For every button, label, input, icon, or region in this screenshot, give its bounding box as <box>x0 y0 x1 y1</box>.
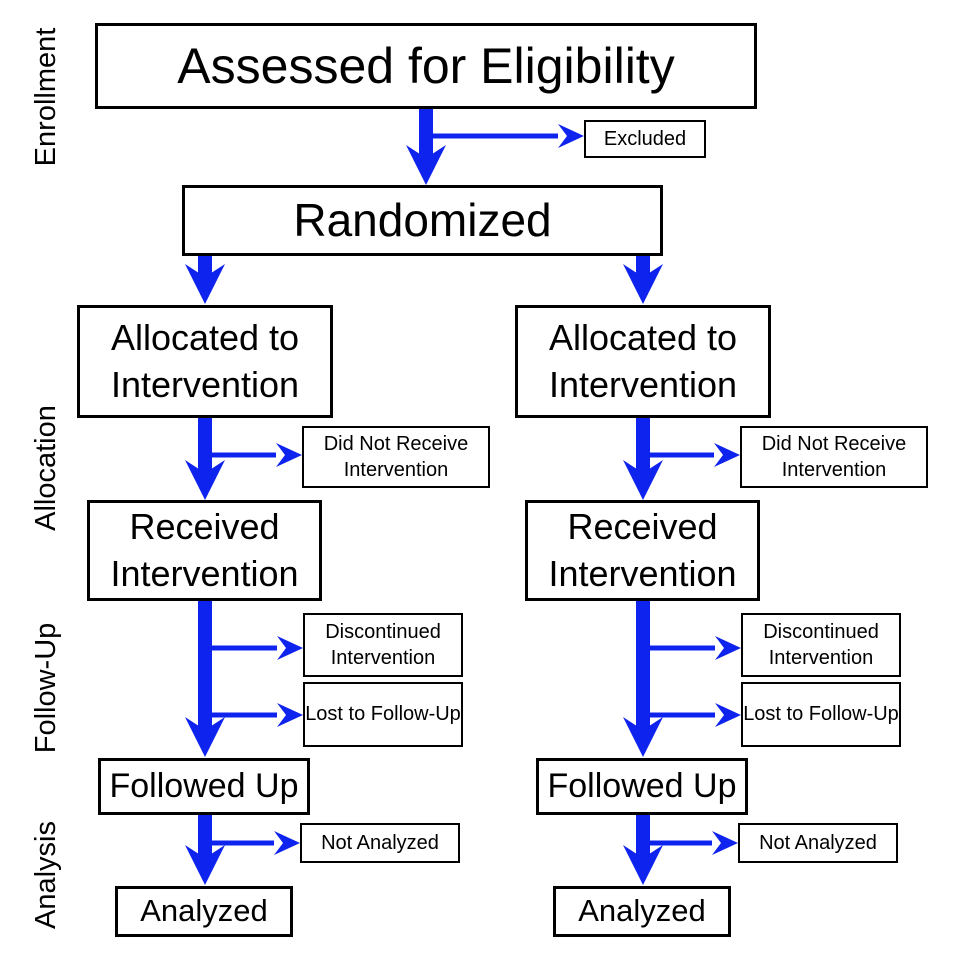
analyzed-box-right: Analyzed <box>553 886 731 937</box>
not-analyzed-box-left: Not Analyzed <box>300 823 460 863</box>
analyzed-label-left: Analyzed <box>140 893 268 929</box>
followed-up-label-left: Followed Up <box>109 767 299 806</box>
excluded-box: Excluded <box>584 120 706 158</box>
discontinued-label-right: Discontinued Intervention <box>763 620 879 669</box>
not-analyzed-label-right: Not Analyzed <box>759 831 877 854</box>
received-box-right: Received Intervention <box>525 500 760 601</box>
allocated-label-right: Allocated to Intervention <box>548 316 738 405</box>
arrow-to-not-analyzed-left <box>205 831 300 855</box>
did-not-receive-box-left: Did Not Receive Intervention <box>302 426 490 488</box>
arrow-randomized-to-allocated-right <box>623 255 663 304</box>
arrow-to-not-analyzed-right <box>643 831 738 855</box>
arrow-allocated-to-received-left <box>185 417 225 500</box>
arrow-randomized-to-allocated-left <box>185 255 225 304</box>
lost-follow-up-box-left: Lost to Follow-Up <box>303 682 463 747</box>
followed-up-box-right: Followed Up <box>536 758 748 815</box>
arrow-followed-to-analyzed-right <box>623 814 663 885</box>
lost-follow-up-label-left: Lost to Follow-Up <box>305 703 461 726</box>
randomized-label: Randomized <box>293 194 552 247</box>
followed-up-label-right: Followed Up <box>547 767 737 806</box>
not-analyzed-label-left: Not Analyzed <box>321 831 439 854</box>
arrow-followed-to-analyzed-left <box>185 814 225 885</box>
did-not-receive-box-right: Did Not Receive Intervention <box>740 426 928 488</box>
discontinued-box-left: Discontinued Intervention <box>303 613 463 677</box>
randomized-box: Randomized <box>182 185 663 256</box>
arrow-to-discontinued-right <box>643 636 741 660</box>
allocated-box-left: Allocated to Intervention <box>77 305 333 418</box>
stage-label-follow-up: Follow-Up <box>30 622 62 754</box>
lost-follow-up-box-right: Lost to Follow-Up <box>741 682 901 747</box>
arrow-received-to-followed-right <box>623 600 663 757</box>
analyzed-box-left: Analyzed <box>115 886 293 937</box>
allocated-box-right: Allocated to Intervention <box>515 305 771 418</box>
analyzed-label-right: Analyzed <box>578 893 706 929</box>
arrow-assessed-to-randomized <box>406 106 446 185</box>
arrow-to-excluded <box>426 124 584 148</box>
arrow-to-lost-follow-up-left <box>205 703 303 727</box>
assessed-eligibility-box: Assessed for Eligibility <box>95 23 757 109</box>
followed-up-box-left: Followed Up <box>98 758 310 815</box>
did-not-receive-label-left: Did Not Receive Intervention <box>323 432 469 481</box>
arrow-allocated-to-received-right <box>623 417 663 500</box>
stage-label-analysis: Analysis <box>30 821 62 929</box>
received-label-left: Received Intervention <box>110 505 299 594</box>
arrow-to-discontinued-left <box>205 636 303 660</box>
did-not-receive-label-right: Did Not Receive Intervention <box>761 432 907 481</box>
arrow-to-did-not-receive-left <box>205 443 302 467</box>
excluded-label: Excluded <box>603 127 687 150</box>
stage-label-allocation: Allocation <box>30 405 62 531</box>
arrow-to-did-not-receive-right <box>643 443 740 467</box>
not-analyzed-box-right: Not Analyzed <box>738 823 898 863</box>
arrow-to-lost-follow-up-right <box>643 703 741 727</box>
assessed-eligibility-label: Assessed for Eligibility <box>177 37 675 94</box>
stage-label-enrollment: Enrollment <box>30 27 62 167</box>
received-box-left: Received Intervention <box>87 500 322 601</box>
lost-follow-up-label-right: Lost to Follow-Up <box>743 703 899 726</box>
discontinued-box-right: Discontinued Intervention <box>741 613 901 677</box>
arrow-received-to-followed-left <box>185 600 225 757</box>
allocated-label-left: Allocated to Intervention <box>110 316 300 405</box>
received-label-right: Received Intervention <box>548 505 737 594</box>
discontinued-label-left: Discontinued Intervention <box>325 620 441 669</box>
